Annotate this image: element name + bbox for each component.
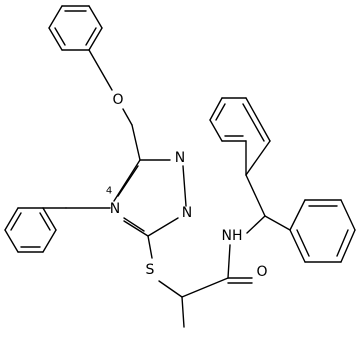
benzhydryl-right-phenyl-ring bbox=[289, 199, 356, 263]
thioether-propanamide-bonds bbox=[147, 235, 253, 328]
thioether-sulfur-label: S bbox=[146, 262, 155, 278]
triazole-n2-label: N bbox=[182, 205, 192, 221]
benzhydryl-bonds bbox=[245, 174, 291, 234]
atom-labels: O N N N 4 S NH O bbox=[106, 92, 268, 280]
triazole-n4-label: N bbox=[110, 201, 120, 217]
triazole-n1-label: N bbox=[175, 150, 185, 166]
benzhydryl-upper-phenyl-ring bbox=[209, 97, 271, 176]
triazole-ring bbox=[113, 159, 187, 237]
n-phenyl-ring bbox=[4, 207, 111, 253]
ether-oxygen-label: O bbox=[112, 92, 123, 108]
ether-linker-bonds bbox=[88, 49, 141, 161]
triazole-n4-locant-label: 4 bbox=[106, 186, 112, 197]
carbonyl-oxygen-label: O bbox=[256, 264, 267, 280]
amide-nh-label: NH bbox=[222, 228, 243, 244]
phenoxy-benzene-ring bbox=[48, 5, 103, 51]
